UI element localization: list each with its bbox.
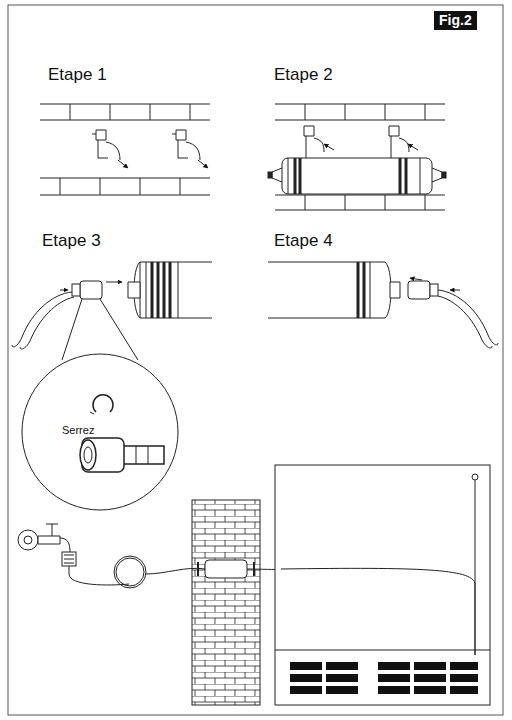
step-heading: Etape 4 [274, 232, 333, 251]
step-heading: Etape 2 [274, 66, 333, 85]
figure-number: Fig.2 [434, 11, 477, 30]
step-heading: Etape 1 [48, 66, 107, 85]
instruction-label: Serrez [60, 424, 96, 436]
step-heading: Etape 3 [42, 232, 101, 251]
